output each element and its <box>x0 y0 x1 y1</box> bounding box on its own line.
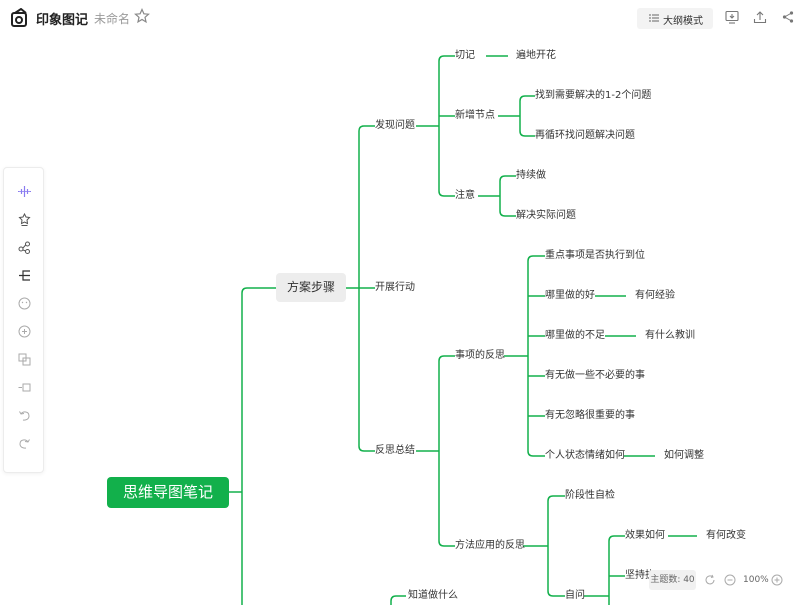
node-experience[interactable]: 有何经验 <box>635 290 675 301</box>
structure-icon[interactable] <box>18 241 31 254</box>
node-bloom[interactable]: 遍地开花 <box>516 50 556 61</box>
node-key-items[interactable]: 重点事项是否执行到位 <box>545 250 645 261</box>
node-solve-real[interactable]: 解决实际问题 <box>516 210 576 221</box>
clone-icon[interactable] <box>18 353 31 366</box>
node-what-bad[interactable]: 哪里做的不足 <box>545 330 605 341</box>
node-adjust[interactable]: 如何调整 <box>664 450 704 461</box>
app-title: 印象图记 <box>36 13 89 28</box>
topic-node[interactable]: 方案步骤 <box>276 273 346 302</box>
node-ignored[interactable]: 有无忽略很重要的事 <box>545 410 635 421</box>
app-logo-icon[interactable] <box>10 8 30 28</box>
root-node[interactable]: 思维导图笔记 <box>107 477 229 508</box>
zoom-in-icon[interactable] <box>771 574 783 586</box>
node-method-reflect[interactable]: 方法应用的反思 <box>455 540 525 551</box>
node-improve[interactable]: 有何改变 <box>706 530 746 541</box>
bulb-icon[interactable] <box>18 213 31 226</box>
branch-icon[interactable] <box>18 269 31 282</box>
node-what-good[interactable]: 哪里做的好 <box>545 290 595 301</box>
node-persist-cut[interactable]: 坚持执 <box>625 570 655 581</box>
node-discover[interactable]: 发现问题 <box>375 120 415 131</box>
share-icon[interactable] <box>781 10 795 24</box>
insert-icon[interactable] <box>18 381 31 394</box>
star-icon[interactable] <box>134 8 150 24</box>
node-persist[interactable]: 持续做 <box>516 170 546 181</box>
undo-icon[interactable] <box>18 409 31 422</box>
node-item-reflect[interactable]: 事项的反思 <box>455 350 505 361</box>
node-self-ask[interactable]: 自问 <box>565 590 585 601</box>
node-remember[interactable]: 切记 <box>455 50 475 61</box>
topic-count-badge: 主题数: 40 <box>649 570 696 590</box>
upload-icon[interactable] <box>753 10 767 24</box>
node-find-problem[interactable]: 找到需要解决的1-2个问题 <box>535 90 652 101</box>
node-new-node[interactable]: 新增节点 <box>455 110 495 121</box>
node-stage-check[interactable]: 阶段性自检 <box>565 490 615 501</box>
node-reflect-summary[interactable]: 反思总结 <box>375 445 415 456</box>
node-unnecessary[interactable]: 有无做一些不必要的事 <box>545 370 645 381</box>
node-mood[interactable]: 个人状态情绪如何 <box>545 450 625 461</box>
outline-mode-button[interactable]: 大纲模式 <box>637 8 713 29</box>
outline-list-icon <box>649 14 659 22</box>
zoom-out-icon[interactable] <box>724 574 736 586</box>
ai-sparkle-icon[interactable] <box>18 185 31 198</box>
emoji-icon[interactable] <box>18 297 31 310</box>
zoom-level: 100% <box>743 575 769 585</box>
outline-mode-label: 大纲模式 <box>663 16 703 27</box>
status-bar: 主题数: 40 100% <box>649 570 799 592</box>
redo-icon[interactable] <box>18 437 31 450</box>
node-effect[interactable]: 效果如何 <box>625 530 665 541</box>
node-lesson[interactable]: 有什么教训 <box>645 330 695 341</box>
node-know-what[interactable]: 知道做什么 <box>408 590 458 601</box>
node-attention[interactable]: 注意 <box>455 190 475 201</box>
left-toolbar <box>3 167 44 473</box>
refresh-icon[interactable] <box>704 574 716 586</box>
node-loop-solve[interactable]: 再循环找问题解决问题 <box>535 130 635 141</box>
top-bar: 印象图记 未命名 大纲模式 <box>0 0 800 36</box>
document-name[interactable]: 未命名 <box>94 12 131 26</box>
node-carry-out[interactable]: 开展行动 <box>375 282 415 293</box>
add-icon[interactable] <box>18 325 31 338</box>
present-icon[interactable] <box>725 10 739 24</box>
